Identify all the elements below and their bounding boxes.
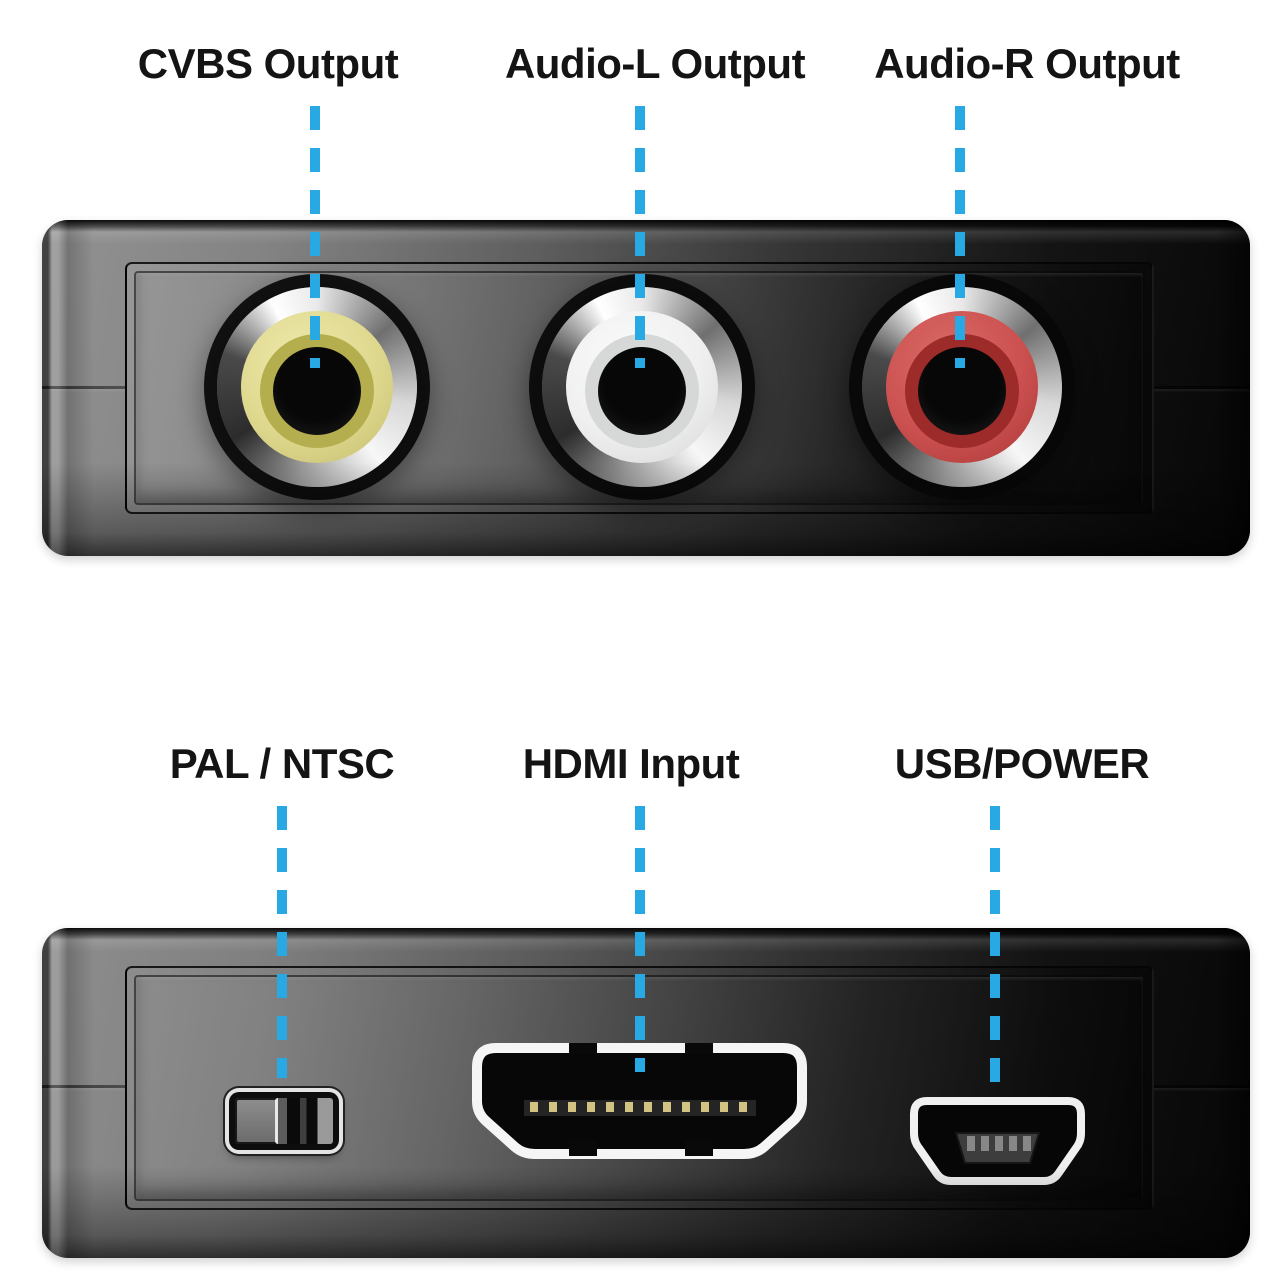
leader-line-usb: [990, 806, 1000, 1086]
hdmi-tabs: [569, 1043, 713, 1156]
leader-line-pal-ntsc: [277, 806, 287, 1078]
mini-usb-pins: [967, 1136, 1031, 1151]
leader-line-audio-l: [635, 106, 645, 368]
pal-ntsc-switch: [229, 1092, 339, 1150]
label-pal-ntsc: PAL / NTSC: [169, 740, 395, 787]
av-output-panel: [125, 262, 1154, 514]
hdmi-input-port: [472, 1043, 807, 1159]
label-usb-power: USB/POWER: [894, 740, 1150, 787]
label-audio-r-output: Audio-R Output: [874, 40, 1180, 87]
hdmi-pins: [530, 1102, 747, 1112]
label-hdmi-input: HDMI Input: [522, 740, 740, 787]
leader-line-hdmi: [635, 806, 645, 1072]
leader-line-audio-r: [955, 106, 965, 368]
converter-bottom-view: [42, 928, 1250, 1258]
leader-line-cvbs: [310, 106, 320, 368]
converter-top-view: [42, 220, 1250, 556]
switch-knob: [275, 1098, 333, 1144]
label-cvbs-output: CVBS Output: [137, 40, 399, 87]
rca-jack-audio-r-red: [862, 287, 1062, 487]
hdmi-pin-bar: [524, 1100, 756, 1116]
mini-usb-power-port: [910, 1097, 1085, 1185]
label-audio-l-output: Audio-L Output: [504, 40, 806, 87]
